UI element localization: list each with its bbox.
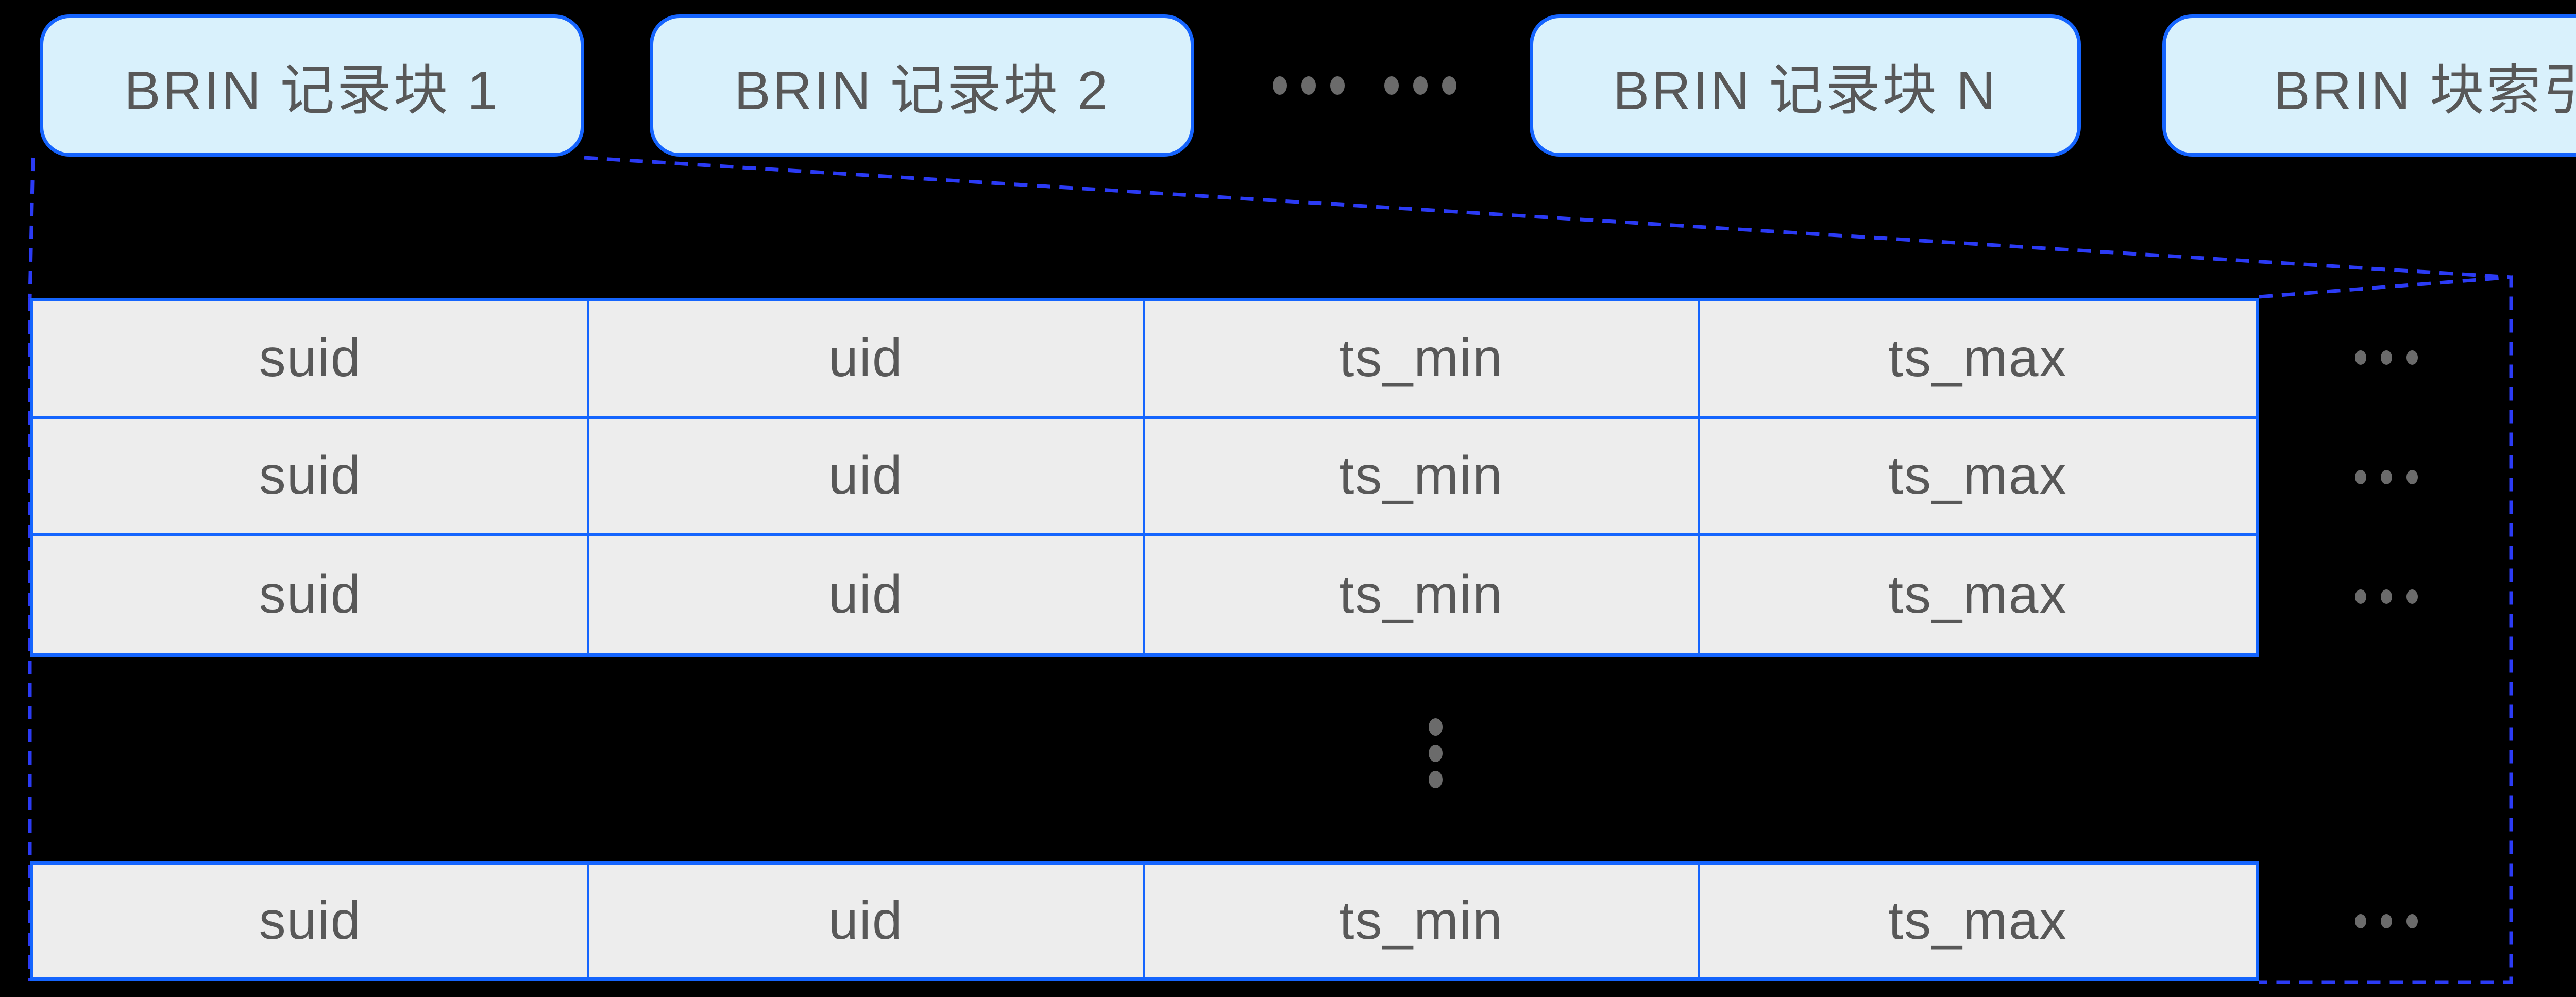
table-cell: uid	[589, 865, 1145, 977]
brin-record-block-2: BRIN 记录块 2	[650, 14, 1194, 157]
blocks-ellipsis-icon-1	[1273, 76, 1345, 95]
table-cell: ts_min	[1144, 418, 1700, 536]
table-cell: ts_max	[1700, 536, 2256, 653]
table-cell: suid	[33, 536, 589, 653]
table-cell: uid	[589, 301, 1145, 419]
brin-record-block-1-label: BRIN 记录块 1	[124, 60, 500, 121]
blocks-ellipsis-icon-2	[1384, 76, 1456, 95]
zoom-guide-right-line	[584, 156, 2512, 279]
table-cell: suid	[33, 418, 589, 536]
table-cell: ts_min	[1144, 301, 1700, 419]
brin-block-index: BRIN 块索引	[2162, 14, 2576, 157]
brin-record-block-n-label: BRIN 记录块 N	[1613, 60, 1998, 121]
table-cell: ts_max	[1700, 865, 2256, 977]
table-cell: ts_max	[1700, 301, 2256, 419]
table-cell: ts_min	[1144, 865, 1700, 977]
row3-ellipsis-icon	[2355, 589, 2418, 604]
row1-ellipsis-icon	[2355, 350, 2418, 365]
table-cell: suid	[33, 865, 589, 977]
rows-vertical-ellipsis-icon	[1429, 718, 1443, 788]
table-cell: uid	[589, 418, 1145, 536]
brin-record-table-top: suid uid ts_min ts_max suid uid ts_min t…	[30, 298, 2259, 657]
row2-ellipsis-icon	[2355, 470, 2418, 484]
table-cell: uid	[589, 536, 1145, 653]
row4-ellipsis-icon	[2355, 914, 2418, 928]
brin-record-block-1: BRIN 记录块 1	[40, 14, 584, 157]
zoom-guide-left-line	[28, 157, 35, 298]
brin-record-table-bottom: suid uid ts_min ts_max	[30, 861, 2259, 981]
brin-record-block-2-label: BRIN 记录块 2	[734, 60, 1110, 121]
table-cell: ts_max	[1700, 418, 2256, 536]
zoom-region-right-outline	[2259, 275, 2513, 984]
brin-block-index-label: BRIN 块索引	[2274, 60, 2576, 121]
brin-record-block-n: BRIN 记录块 N	[1530, 14, 2081, 157]
table-cell: suid	[33, 301, 589, 419]
table-cell: ts_min	[1144, 536, 1700, 653]
